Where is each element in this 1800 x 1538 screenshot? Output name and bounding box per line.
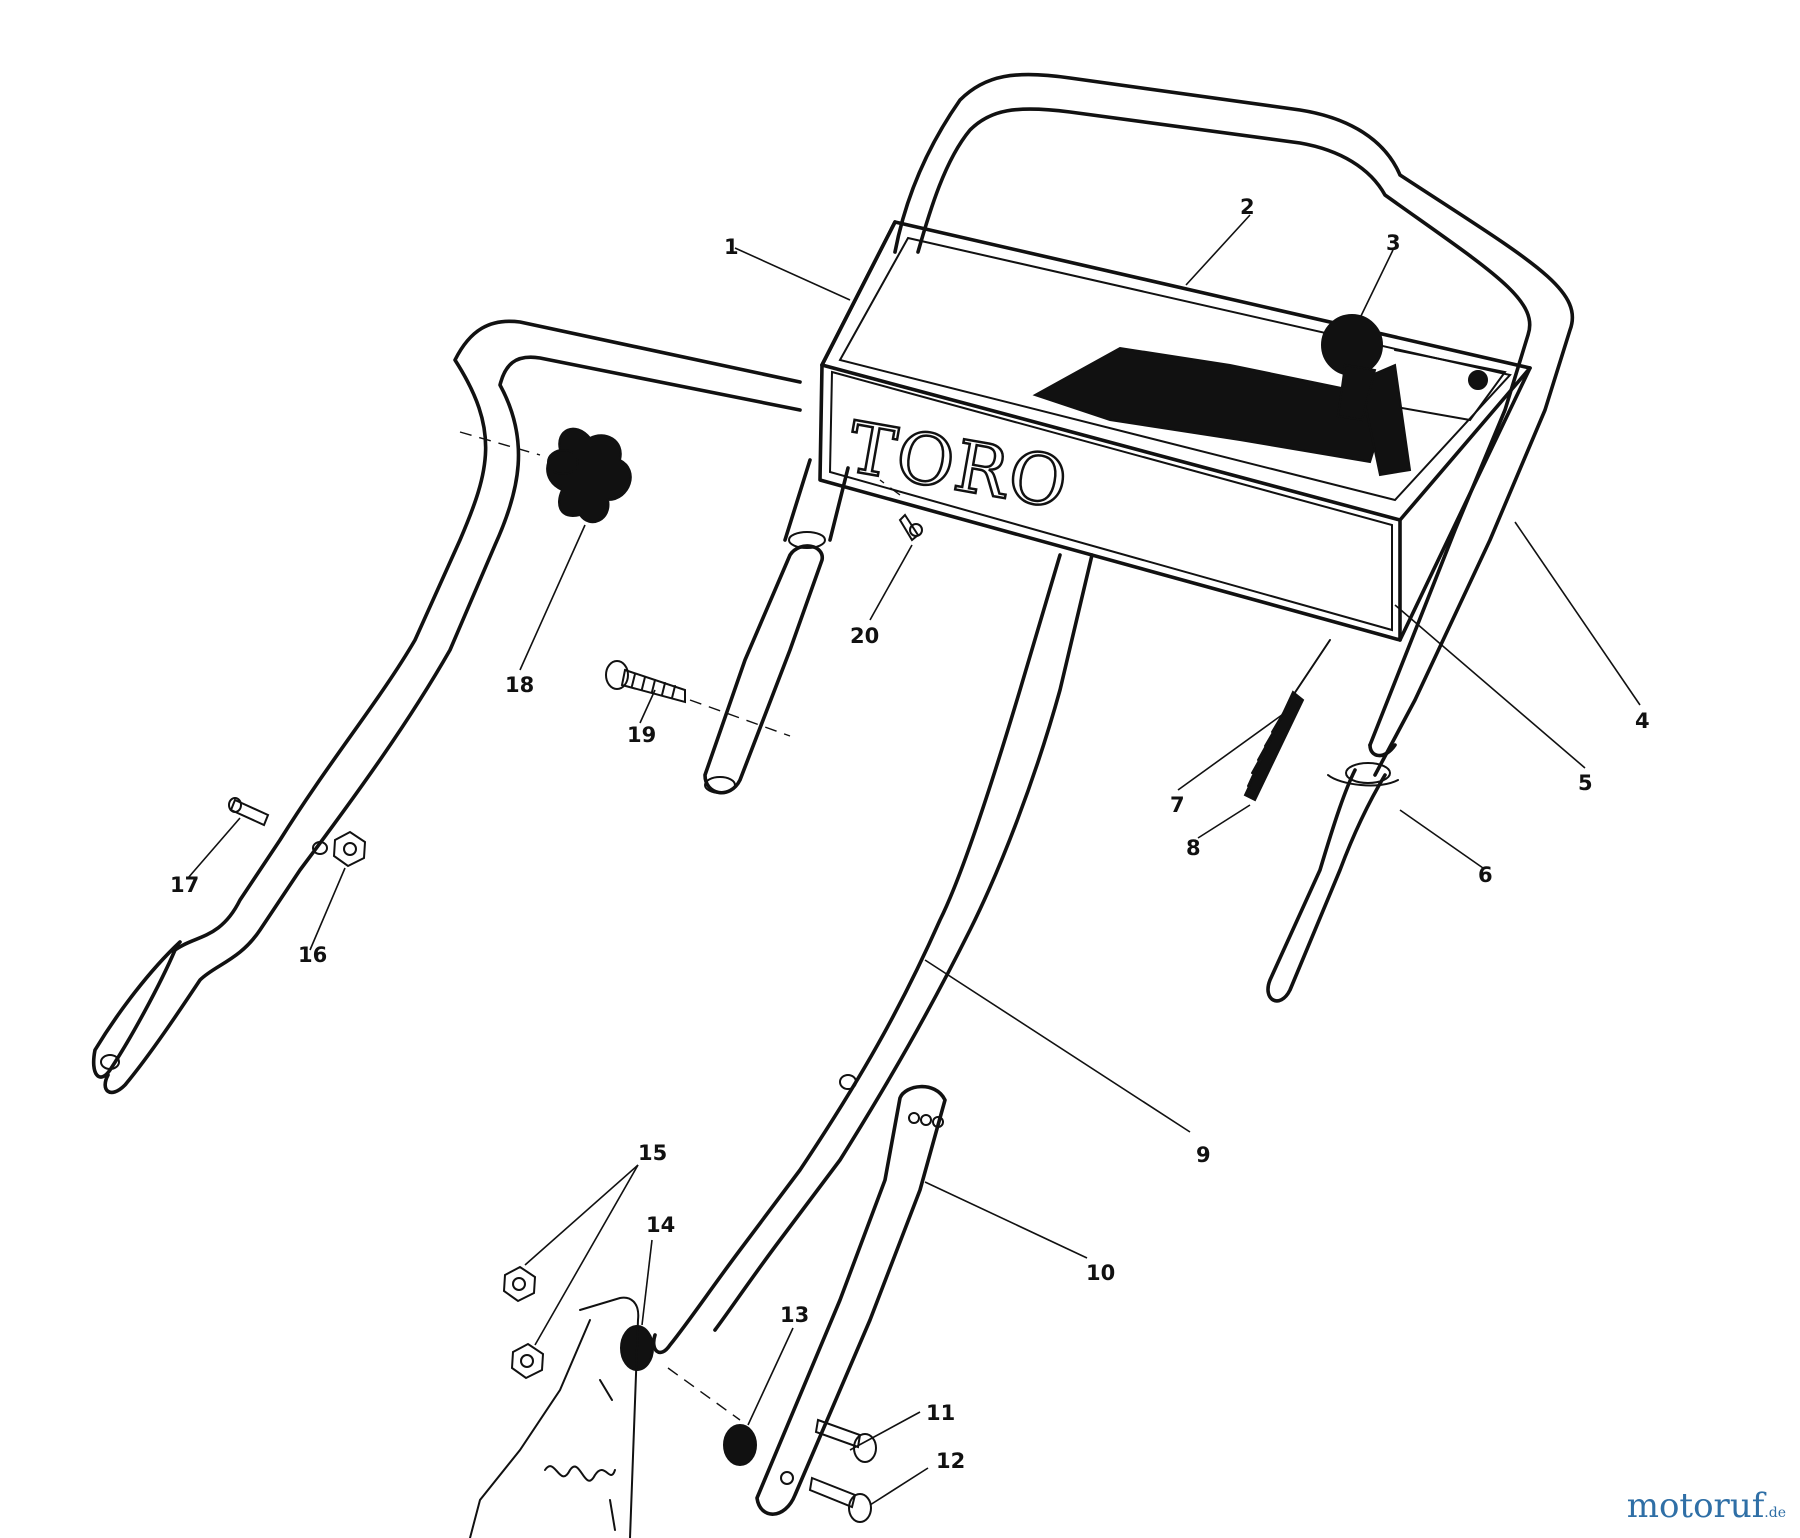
throttle-knob: [1321, 314, 1383, 422]
center-handle-tube: [651, 553, 1094, 1355]
alignment-line: [667, 1367, 741, 1421]
callout-7: 7: [1170, 793, 1185, 817]
callout-2: 2: [1240, 195, 1255, 219]
handle-knob: [546, 427, 632, 524]
callout-11: 11: [926, 1401, 955, 1425]
callout-3: 3: [1386, 231, 1401, 255]
callout-5: 5: [1578, 771, 1593, 795]
nut-16: [332, 830, 367, 868]
watermark-main: motoruf: [1626, 1486, 1765, 1526]
bracket-bar: [755, 1084, 947, 1516]
pin: [228, 797, 270, 827]
control-panel: TORO: [818, 220, 1532, 642]
callout-12: 12: [936, 1449, 965, 1473]
callout-19: 19: [627, 723, 656, 747]
callout-14: 14: [646, 1213, 675, 1237]
callout-labels: 1 2 3 4 5 6 7 8 9 10 11 12 13 14 15 16 1…: [170, 195, 1650, 1473]
callout-6: 6: [1478, 863, 1493, 887]
screw: [898, 513, 923, 542]
lower-right-tube: [1266, 762, 1399, 1003]
bolts-11-12: [808, 1418, 877, 1523]
callout-16: 16: [298, 943, 327, 967]
callout-17: 17: [170, 873, 199, 897]
watermark: motoruf.de: [1627, 1486, 1786, 1526]
alignment-line: [689, 699, 791, 737]
callout-9: 9: [1196, 1143, 1211, 1167]
callout-13: 13: [780, 1303, 809, 1327]
callout-15: 15: [638, 1141, 667, 1165]
callout-1: 1: [724, 235, 739, 259]
nuts-15: [502, 1265, 545, 1380]
watermark-ext: .de: [1764, 1505, 1786, 1521]
spring-cable: [1243, 639, 1331, 802]
callout-4: 4: [1635, 709, 1650, 733]
deck-fragment: [469, 1296, 640, 1538]
callout-8: 8: [1186, 836, 1201, 860]
upper-handle-loop: [893, 72, 1575, 777]
leader-lines: [187, 214, 1641, 1506]
callout-18: 18: [505, 673, 534, 697]
short-tube: [703, 458, 850, 795]
alignment-line: [879, 479, 901, 496]
spacer-13: [723, 1424, 757, 1466]
callout-10: 10: [1086, 1261, 1115, 1285]
left-handle-tube: [91, 319, 802, 1095]
carriage-bolt: [605, 660, 686, 704]
alignment-line: [459, 431, 541, 456]
callout-20: 20: [850, 624, 879, 648]
